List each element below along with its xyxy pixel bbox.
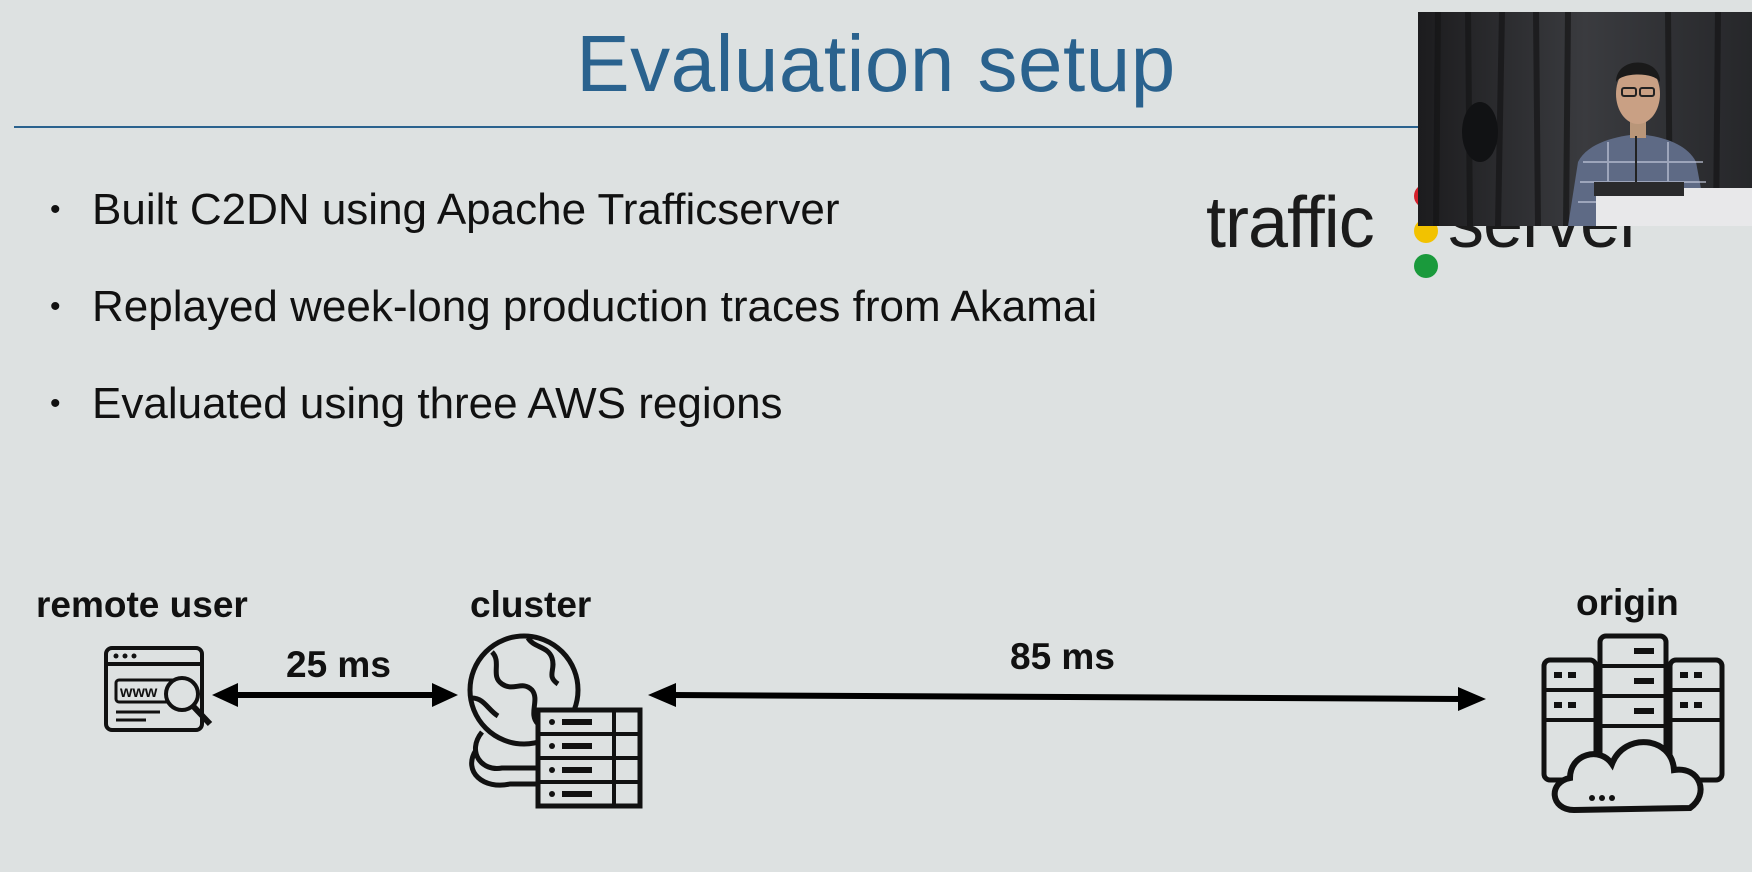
bullet-text: Replayed week-long production traces fro… <box>92 282 1098 331</box>
latency-label-cluster-origin: 85 ms <box>1010 636 1115 677</box>
bullet-text: Built C2DN using Apache Trafficserver <box>92 185 840 234</box>
origin-label: origin <box>1576 582 1679 623</box>
trafficserver-logo-part1: traffic <box>1206 183 1375 263</box>
bullet-marker: • <box>50 387 61 420</box>
cluster-label: cluster <box>470 584 592 625</box>
presenter-video-feed <box>1418 12 1752 226</box>
bullet-item: • Replayed week-long production traces f… <box>50 282 1098 331</box>
bullet-text: Evaluated using three AWS regions <box>92 379 783 428</box>
bidirectional-arrow-user-cluster <box>212 683 458 707</box>
globe-server-rack-icon <box>467 633 643 809</box>
green-dot-icon <box>1414 254 1438 278</box>
browser-www-search-icon: www <box>104 646 213 732</box>
latency-label-user-cluster: 25 ms <box>286 644 391 685</box>
remote-user-label: remote user <box>36 584 248 625</box>
bullet-marker: • <box>50 290 61 323</box>
svg-text:www: www <box>119 684 158 701</box>
bullet-item: • Evaluated using three AWS regions <box>50 379 1097 428</box>
bidirectional-arrow-cluster-origin <box>648 683 1486 711</box>
bullet-list: • Built C2DN using Apache Trafficserver … <box>50 185 1098 477</box>
bullet-item: • Built C2DN using Apache Trafficserver <box>50 185 1097 234</box>
server-cloud-icon <box>1541 633 1725 814</box>
title-divider <box>14 126 1434 128</box>
slide-title: Evaluation setup <box>576 19 1176 108</box>
presenter-video-frame <box>1418 12 1752 226</box>
bullet-marker: • <box>50 193 61 226</box>
